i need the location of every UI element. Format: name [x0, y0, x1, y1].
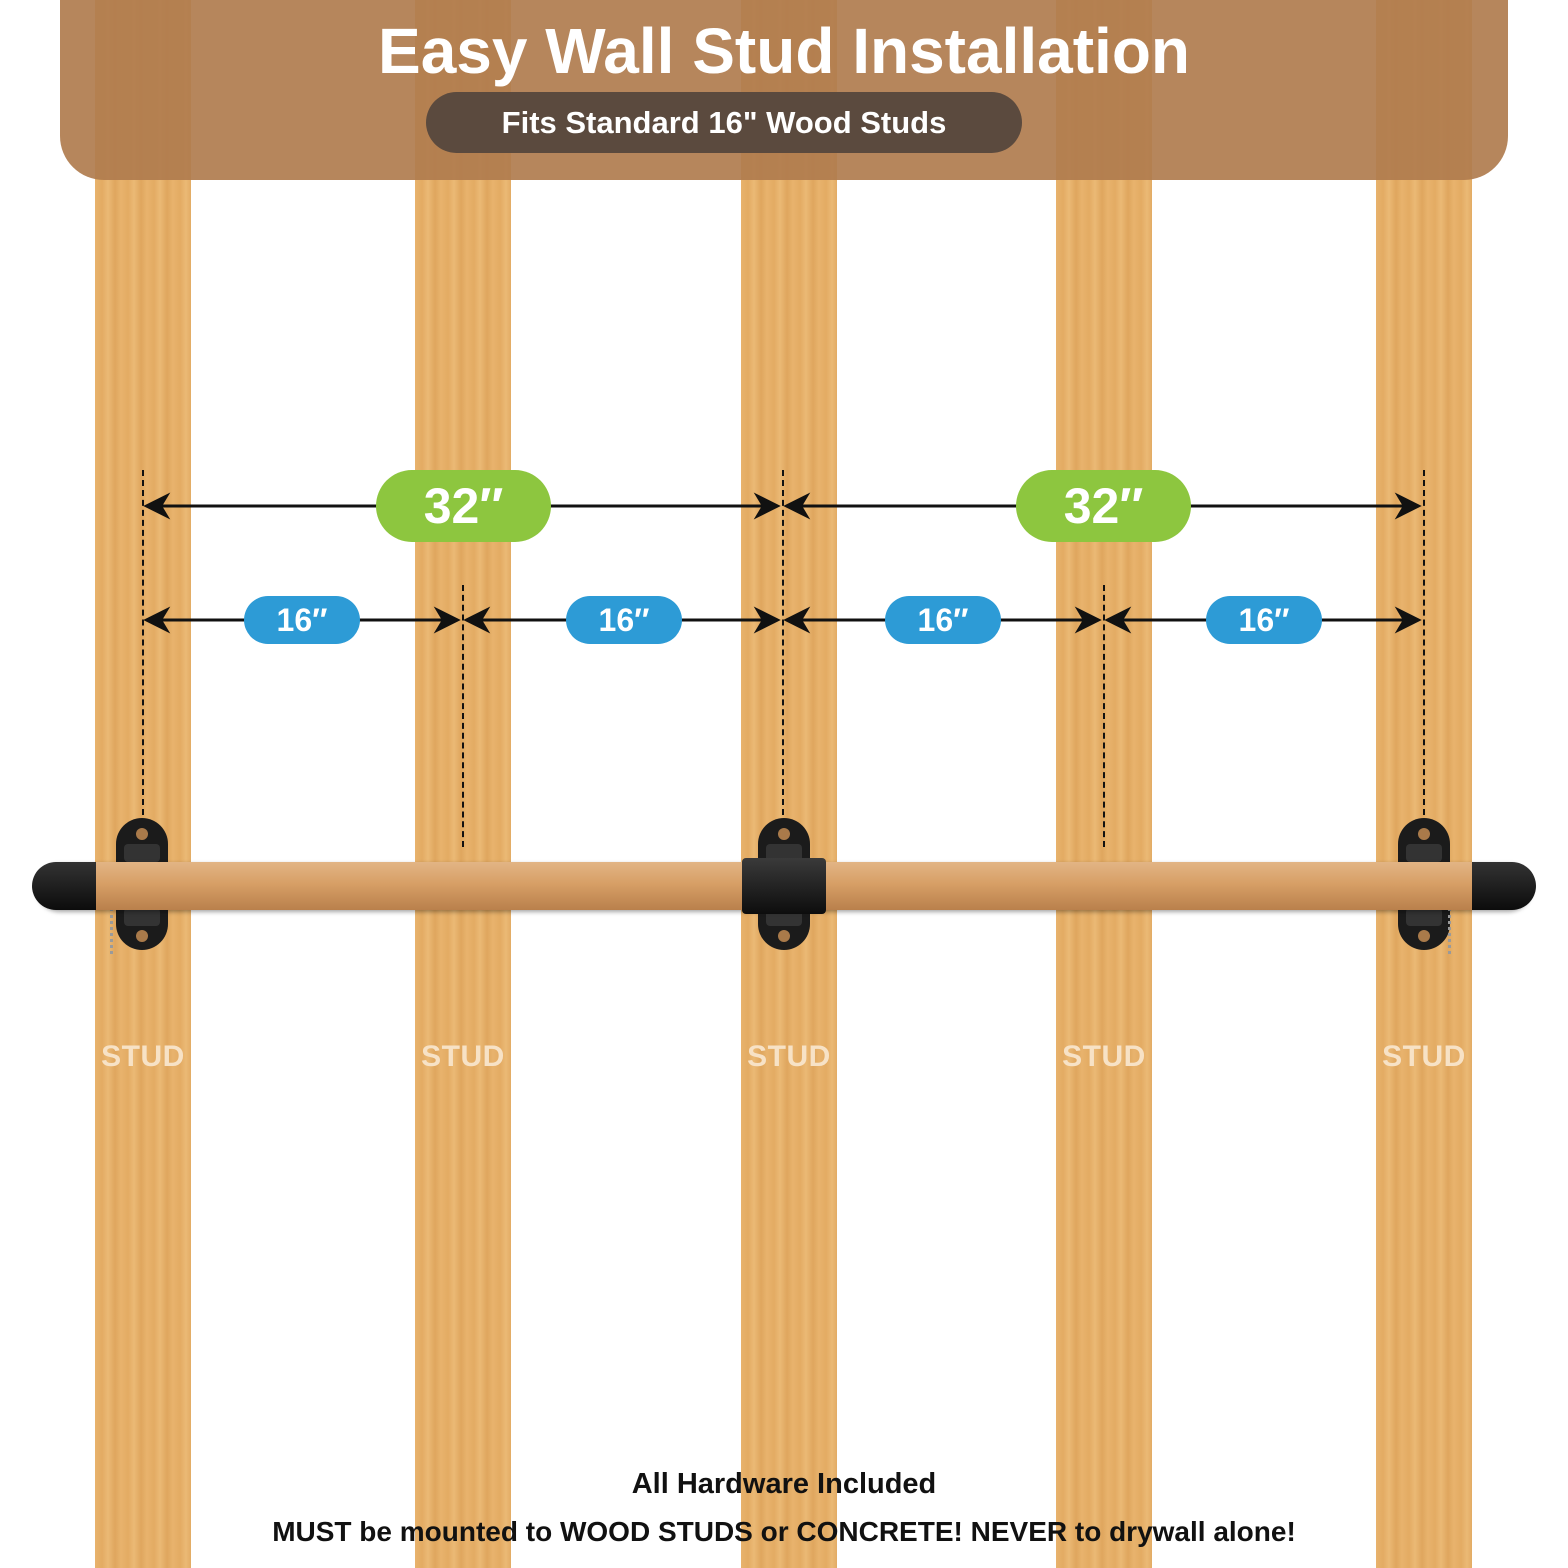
dimension-label-16: 16″	[885, 596, 1001, 644]
rod-end-cap-left	[32, 862, 96, 910]
safety-chain	[110, 908, 123, 954]
wood-stud: STUD	[741, 0, 837, 1568]
stud-center-line	[782, 470, 784, 815]
dimension-label-32: 32″	[376, 470, 551, 542]
dimension-label-16: 16″	[566, 596, 682, 644]
screw-hole	[136, 930, 148, 942]
dimension-label-16: 16″	[1206, 596, 1322, 644]
stud-label: STUD	[1382, 1040, 1466, 1073]
mounting-warning: MUST be mounted to WOOD STUDS or CONCRET…	[272, 1516, 1296, 1547]
screw-hole	[778, 828, 790, 840]
page-title: Easy Wall Stud Installation	[378, 15, 1190, 87]
stud-label: STUD	[1062, 1040, 1146, 1073]
safety-chain	[1448, 908, 1461, 954]
rod-end-cap-right	[1472, 862, 1536, 910]
screw-hole	[778, 930, 790, 942]
dimension-label-32: 32″	[1016, 470, 1191, 542]
header-banner: Easy Wall Stud Installation	[60, 0, 1508, 180]
dimension-label-16: 16″	[244, 596, 360, 644]
stud-center-line	[1423, 470, 1425, 815]
screw-hole	[136, 828, 148, 840]
stud-label: STUD	[747, 1040, 831, 1073]
center-support-sleeve	[742, 858, 826, 914]
screw-hole	[1418, 828, 1430, 840]
bracket-clamp	[1406, 908, 1442, 926]
stud-label: STUD	[101, 1040, 185, 1073]
stud-center-line	[462, 585, 464, 847]
bracket-clamp	[766, 844, 802, 862]
bracket-clamp	[124, 844, 160, 862]
stud-center-line	[142, 470, 144, 815]
stud-label: STUD	[421, 1040, 505, 1073]
bracket-clamp	[1406, 844, 1442, 862]
hardware-note: All Hardware Included	[631, 1468, 937, 1500]
stud-center-line	[1103, 585, 1105, 847]
bracket-clamp	[124, 908, 160, 926]
screw-hole	[1418, 930, 1430, 942]
subtitle-badge: Fits Standard 16" Wood Studs	[426, 92, 1022, 153]
wood-stud: STUD	[415, 0, 511, 1568]
